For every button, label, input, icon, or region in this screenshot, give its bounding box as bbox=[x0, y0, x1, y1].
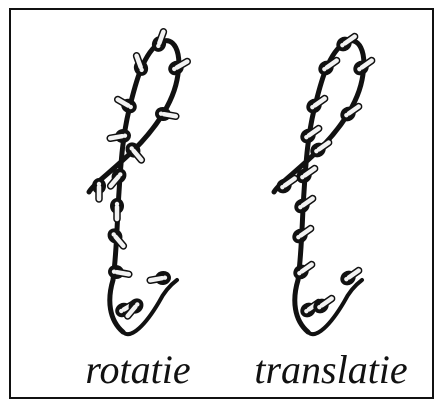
bead-mark bbox=[110, 198, 124, 222]
caption-rotatie: rotatie bbox=[73, 344, 203, 396]
bead-mark bbox=[122, 139, 148, 166]
bead-mark bbox=[290, 257, 318, 282]
bead-mark bbox=[92, 178, 106, 202]
bead-hole bbox=[115, 202, 119, 206]
bead-mark bbox=[146, 270, 172, 288]
bead-mark bbox=[337, 263, 365, 288]
bead-mark bbox=[112, 92, 140, 116]
bead-arm bbox=[114, 204, 120, 222]
figure-canvas bbox=[11, 10, 436, 401]
caption-translatie: translatie bbox=[251, 344, 411, 396]
rotation-figure bbox=[89, 27, 193, 335]
bead-arm bbox=[96, 184, 102, 202]
figure-frame: rotatie translatie bbox=[9, 8, 434, 399]
translation-figure bbox=[273, 29, 378, 334]
bead-mark bbox=[103, 165, 129, 192]
bead-hole bbox=[97, 182, 101, 186]
bead-mark bbox=[106, 128, 132, 146]
